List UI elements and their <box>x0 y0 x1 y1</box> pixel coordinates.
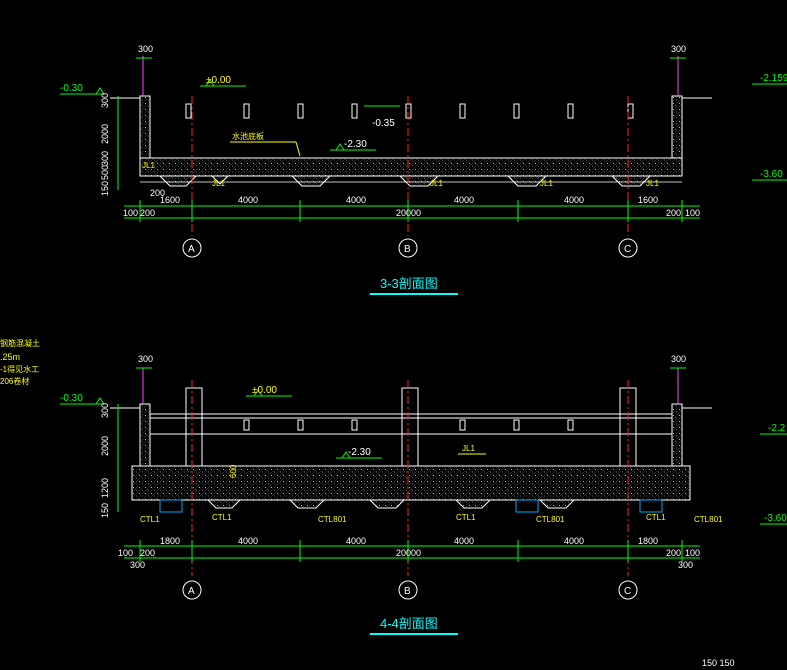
span: 4000 <box>454 536 474 546</box>
beam-label: JL1 <box>212 179 225 188</box>
edge-level: -2.2 <box>768 423 786 434</box>
level-left: -0.30 <box>60 83 83 94</box>
beam-label: CTL1 <box>212 513 232 522</box>
edge-note: 钢筋混凝土 <box>0 338 40 348</box>
span: 100 <box>118 548 133 558</box>
small-dim: 200 <box>150 188 165 198</box>
vdim-1: 300 <box>100 403 110 418</box>
total-dim: 20000 <box>396 548 421 558</box>
span: 1600 <box>160 195 180 205</box>
edge-level: -3.60 <box>764 513 787 524</box>
level-left: -0.30 <box>60 393 83 404</box>
section-4-4: 300 300 -0.30 ±0.00 -2.30 JL1 600 300 20… <box>60 354 723 635</box>
edge-level: -2.159 <box>760 73 787 84</box>
under-dim: 300 <box>678 560 693 570</box>
right-edge-labels: -2.159 -3.60 -2.2 -3.60 <box>752 73 787 525</box>
vdim-2: 2000 <box>100 124 110 144</box>
beam-label: CTL801 <box>318 515 347 524</box>
vdim-3: 1200 <box>100 478 110 498</box>
beam-label: JL1 <box>646 179 659 188</box>
vdim-4: 500 <box>100 165 110 180</box>
beam-label: CTL1 <box>456 513 476 522</box>
corner-dim: 150 150 <box>702 658 735 668</box>
beam-label: JL1 <box>540 179 553 188</box>
span: 4000 <box>346 536 366 546</box>
level-ground: ±0.00 <box>252 385 277 396</box>
span: 1800 <box>638 536 658 546</box>
under-dim: 300 <box>130 560 145 570</box>
span: 200 <box>140 548 155 558</box>
vdim-1: 300 <box>100 93 110 108</box>
span: 200 <box>666 208 681 218</box>
span: 200 <box>140 208 155 218</box>
section-title: 3-3剖面图 <box>380 276 438 291</box>
span: 1800 <box>160 536 180 546</box>
top-mark-left: 300 <box>138 354 153 364</box>
level-ground: ±0.00 <box>206 75 231 86</box>
axis-a: A <box>188 586 195 597</box>
level-floor: -2.30 <box>344 139 367 150</box>
section-3-3: 300 300 -0.30 ±0.00 -2.30 -0.35 水池底板 300… <box>60 44 712 295</box>
top-mark-left: 300 <box>138 44 153 54</box>
vdim-4: 150 <box>100 503 110 518</box>
level-inner: -0.35 <box>372 118 395 129</box>
vdim-2: 2000 <box>100 436 110 456</box>
left-edge-labels: 钢筋混凝土 .25m -1得见水工 206卷材 <box>0 338 40 386</box>
axis-c: C <box>624 244 631 255</box>
edge-note: 206卷材 <box>0 376 29 386</box>
span: 4000 <box>238 195 258 205</box>
total-dim: 20000 <box>396 208 421 218</box>
edge-level: -3.60 <box>760 169 783 180</box>
beam-label: CTL801 <box>694 515 723 524</box>
span: 100 <box>685 208 700 218</box>
center-mark: 600 <box>229 464 238 478</box>
beam-label: CTL801 <box>536 515 565 524</box>
edge-note: -1得见水工 <box>0 364 39 374</box>
span: 4000 <box>454 195 474 205</box>
beam-label: CTL1 <box>646 513 666 522</box>
span: 4000 <box>564 536 584 546</box>
beam-label: JL1 <box>462 444 475 453</box>
axis-b: B <box>404 244 411 255</box>
axis-b: B <box>404 586 411 597</box>
span: 1600 <box>638 195 658 205</box>
span: 100 <box>123 208 138 218</box>
top-mark-right: 300 <box>671 44 686 54</box>
span: 4000 <box>346 195 366 205</box>
level-floor: -2.30 <box>348 447 371 458</box>
axis-a: A <box>188 244 195 255</box>
span: 4000 <box>564 195 584 205</box>
vdim-3: 300 <box>100 151 110 166</box>
vdim-5: 150 <box>100 181 110 196</box>
span: 200 <box>666 548 681 558</box>
beam-label: JL1 <box>430 179 443 188</box>
axis-c: C <box>624 586 631 597</box>
section-title: 4-4剖面图 <box>380 616 438 631</box>
edge-note: .25m <box>0 352 20 362</box>
beam-label: CTL1 <box>140 515 160 524</box>
note-slab: 水池底板 <box>232 131 264 141</box>
beam-label: JL1 <box>142 161 155 170</box>
span: 4000 <box>238 536 258 546</box>
top-mark-right: 300 <box>671 354 686 364</box>
span: 100 <box>685 548 700 558</box>
